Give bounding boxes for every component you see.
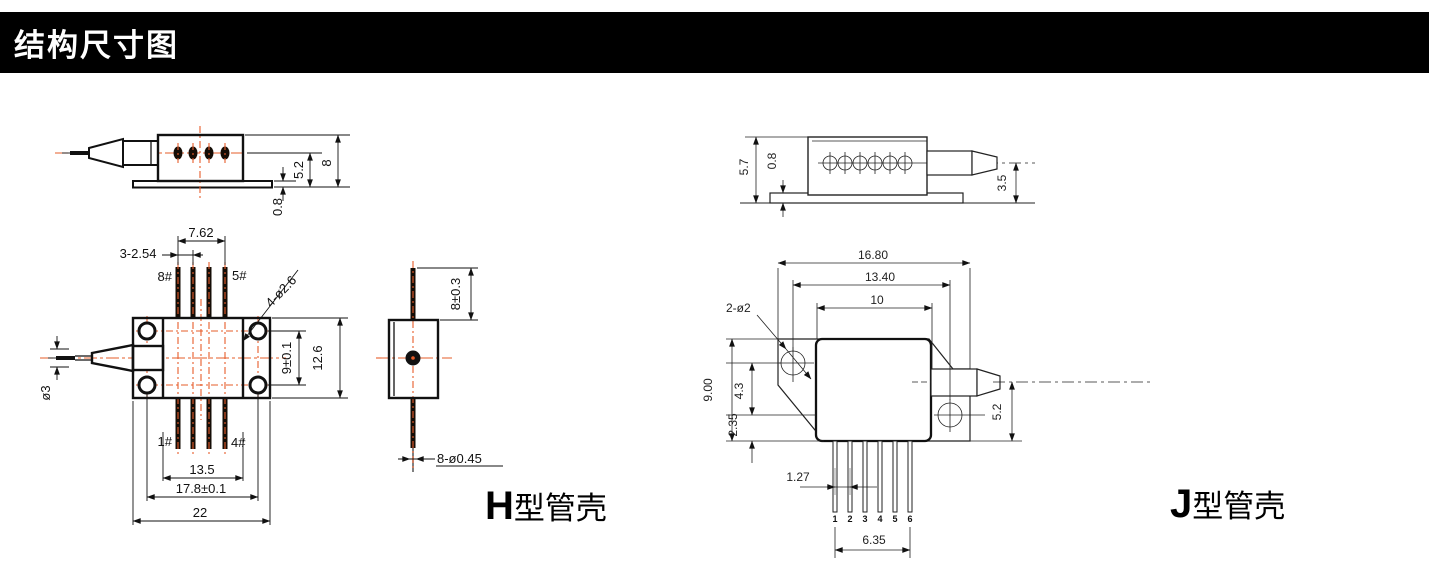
- j-package-letter: J: [1170, 482, 1192, 526]
- j-dim-fiber-offset: 5.2: [990, 403, 1004, 420]
- h-dim-fiber-dia: ø3: [38, 385, 53, 400]
- j-pin-number-4: 4: [877, 514, 882, 524]
- h-package-letter: H: [485, 484, 514, 528]
- h-mount-hole: [137, 321, 157, 341]
- j-pin-number-3: 3: [862, 514, 867, 524]
- h-pin-label-5: 5#: [232, 268, 247, 283]
- h-dim-pin-dia: 8-ø0.45: [437, 451, 482, 466]
- h-dim-pin-span: 7.62: [188, 225, 213, 240]
- j-dim-hole-offset: 4.3: [732, 382, 746, 399]
- j-side-holes: [822, 152, 913, 174]
- section-title: 结构尺寸图: [14, 28, 179, 63]
- j-package-suffix: 型管壳: [1192, 489, 1285, 524]
- h-dim-height-to-center: 5.2: [291, 161, 306, 179]
- h-side-view: 5.2 8 0.8: [55, 126, 350, 216]
- j-top-view: 1 2 3 4 5 6 16.80 13.40 10 2-ø2 9.00 4.3: [701, 248, 1152, 558]
- h-pin-label-1: 1#: [158, 434, 173, 449]
- j-pin-number-1: 1: [832, 514, 837, 524]
- h-package-label: H型管壳: [485, 484, 607, 528]
- h-top-view: 8# 5# 1# 4# 7.62 3-2.54 4-ø2.6 9±0.1 12.…: [38, 225, 348, 525]
- h-pin-label-4: 4#: [231, 435, 246, 450]
- j-dim-pin-span: 6.35: [862, 533, 886, 547]
- h-dim-hole-span-y: 9±0.1: [279, 342, 294, 374]
- h-dim-flange-thickness: 0.8: [270, 198, 285, 216]
- h-dim-hole-span-x: 17.8±0.1: [176, 481, 227, 496]
- j-dim-hole-span: 13.40: [865, 270, 895, 284]
- h-package-suffix: 型管壳: [514, 491, 607, 526]
- j-dim-total-height: 5.7: [737, 158, 751, 175]
- j-dim-body-length: 10: [870, 293, 884, 307]
- j-pins: [832, 440, 913, 513]
- h-dim-pin-pitch: 3-2.54: [120, 246, 157, 261]
- j-dim-fiber-height: 3.5: [995, 174, 1009, 191]
- j-dim-total-width: 9.00: [701, 378, 715, 402]
- h-dim-mount-holes: 4-ø2.6: [262, 273, 299, 310]
- section-banner: 结构尺寸图: [0, 12, 1429, 73]
- h-pin-label-8: 8#: [158, 269, 173, 284]
- j-side-view: 5.7 0.8 3.5: [737, 136, 1035, 217]
- h-dim-body-width-y: 12.6: [310, 345, 325, 370]
- j-pin-number-6: 6: [907, 514, 912, 524]
- h-dim-pin-row-span: 13.5: [189, 462, 214, 477]
- j-dim-total-length: 16.80: [858, 248, 888, 262]
- j-pin-number-2: 2: [847, 514, 852, 524]
- h-dim-total-height: 8: [319, 159, 334, 166]
- j-package-label: J型管壳: [1170, 482, 1285, 526]
- j-dim-mount-holes: 2-ø2: [726, 301, 751, 315]
- h-dim-pin-length: 8±0.3: [448, 278, 463, 310]
- j-dim-hole-edge: 2.35: [726, 413, 740, 437]
- j-pin-number-5: 5: [892, 514, 897, 524]
- j-dim-pin-pitch: 1.27: [786, 470, 810, 484]
- j-dim-flange-thickness: 0.8: [765, 152, 779, 169]
- h-dim-total-length: 22: [193, 505, 207, 520]
- h-end-view: 8±0.3 8-ø0.45: [376, 261, 503, 472]
